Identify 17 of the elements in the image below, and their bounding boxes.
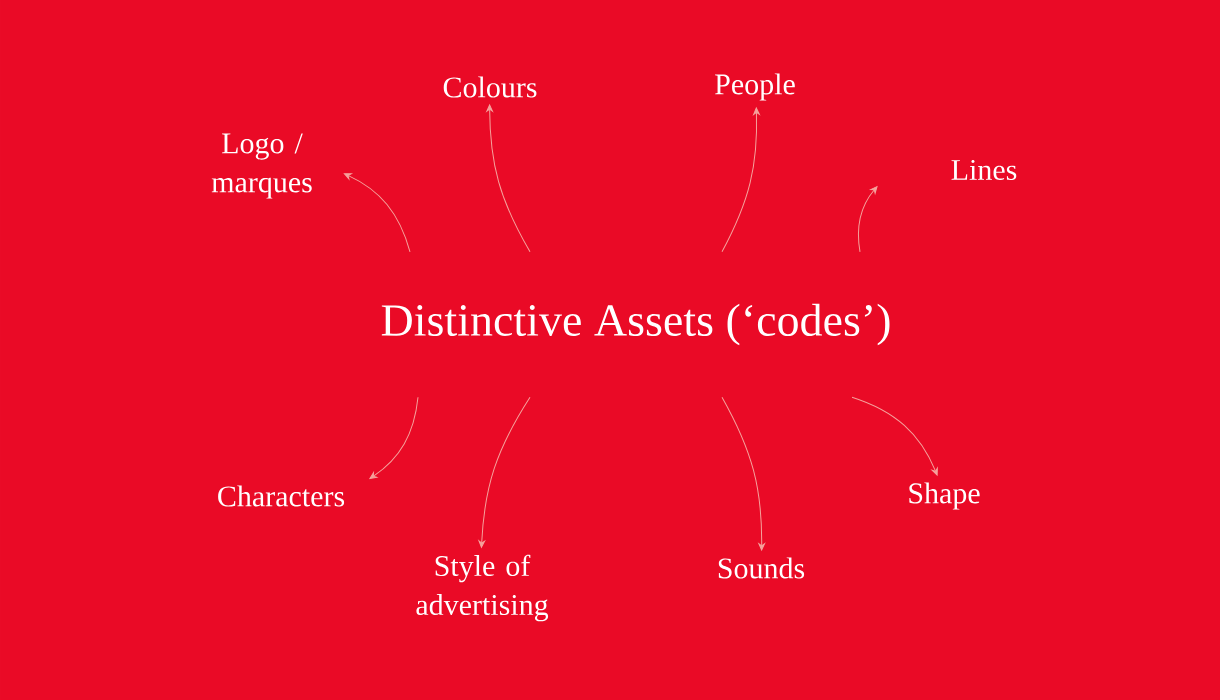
arrow	[721, 396, 766, 551]
arrow	[369, 396, 419, 480]
asset-label: Logo / marques	[211, 133, 312, 199]
central-heading: Distinctive Assets (‘codes’)	[381, 303, 890, 346]
asset-label: Style of advertising	[416, 554, 549, 622]
arrow	[851, 396, 938, 476]
asset-label: Characters	[218, 485, 345, 507]
asset-label: Lines	[951, 159, 1017, 181]
arrow	[486, 104, 531, 253]
arrow	[343, 173, 411, 253]
asset-label: Shape	[909, 482, 980, 510]
arrow	[478, 396, 531, 548]
arrow	[857, 186, 878, 253]
asset-label: Colours	[443, 76, 537, 98]
asset-label: Sounds	[718, 557, 805, 579]
arrow	[721, 107, 760, 253]
asset-label: People	[715, 73, 795, 101]
